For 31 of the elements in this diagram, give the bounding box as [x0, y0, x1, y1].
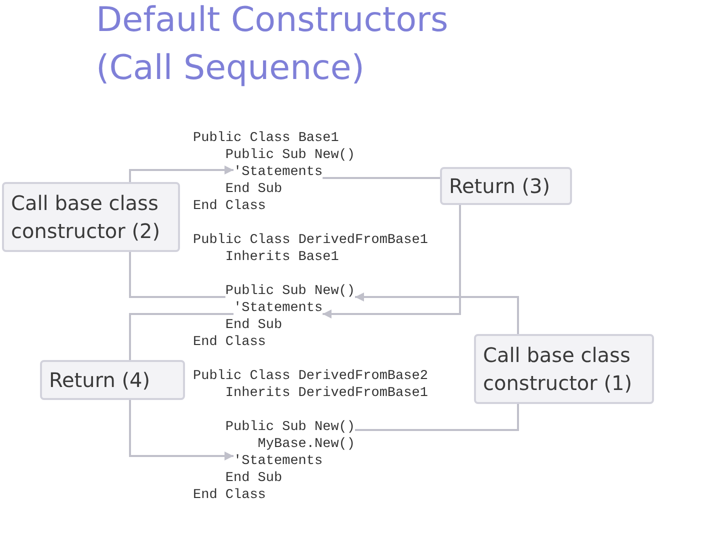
code-line: End Sub: [225, 181, 282, 198]
code-line: 'Statements: [234, 453, 323, 470]
callout-box: Call base class constructor (2): [2, 182, 180, 252]
code-line: End Class: [193, 334, 266, 351]
code-line: Public Class DerivedFromBase2: [193, 368, 428, 385]
code-line: 'Statements: [234, 164, 323, 181]
code-line: End Sub: [225, 317, 282, 334]
arrow: [129, 400, 234, 460]
connector-line: [129, 313, 234, 360]
code-line: Inherits DerivedFromBase1: [225, 385, 428, 402]
slide-title: Default Constructors (Call Sequence): [96, 0, 450, 90]
code-line: 'Statements: [234, 300, 323, 317]
callout-box: Call base class constructor (1): [474, 334, 654, 404]
arrow: [355, 292, 519, 334]
code-line: Public Sub New(): [225, 147, 356, 164]
code-line: Public Sub New(): [225, 283, 356, 300]
code-line: Public Class DerivedFromBase1: [193, 232, 428, 249]
code-line: End Sub: [225, 470, 282, 487]
code-line: End Class: [193, 198, 266, 215]
code-line: MyBase.New(): [258, 436, 356, 453]
code-line: Public Sub New(): [225, 419, 356, 436]
callout-box: Return (3): [440, 167, 572, 205]
code-line: End Class: [193, 487, 266, 504]
code-line: Inherits Base1: [225, 249, 339, 266]
arrow: [322, 205, 461, 318]
code-line: Public Class Base1: [193, 130, 339, 147]
callout-box: Return (4): [40, 360, 185, 400]
connector-line: [355, 404, 519, 431]
connector-line: [129, 252, 226, 298]
connector-line: [322, 177, 440, 179]
arrow: [129, 166, 234, 182]
